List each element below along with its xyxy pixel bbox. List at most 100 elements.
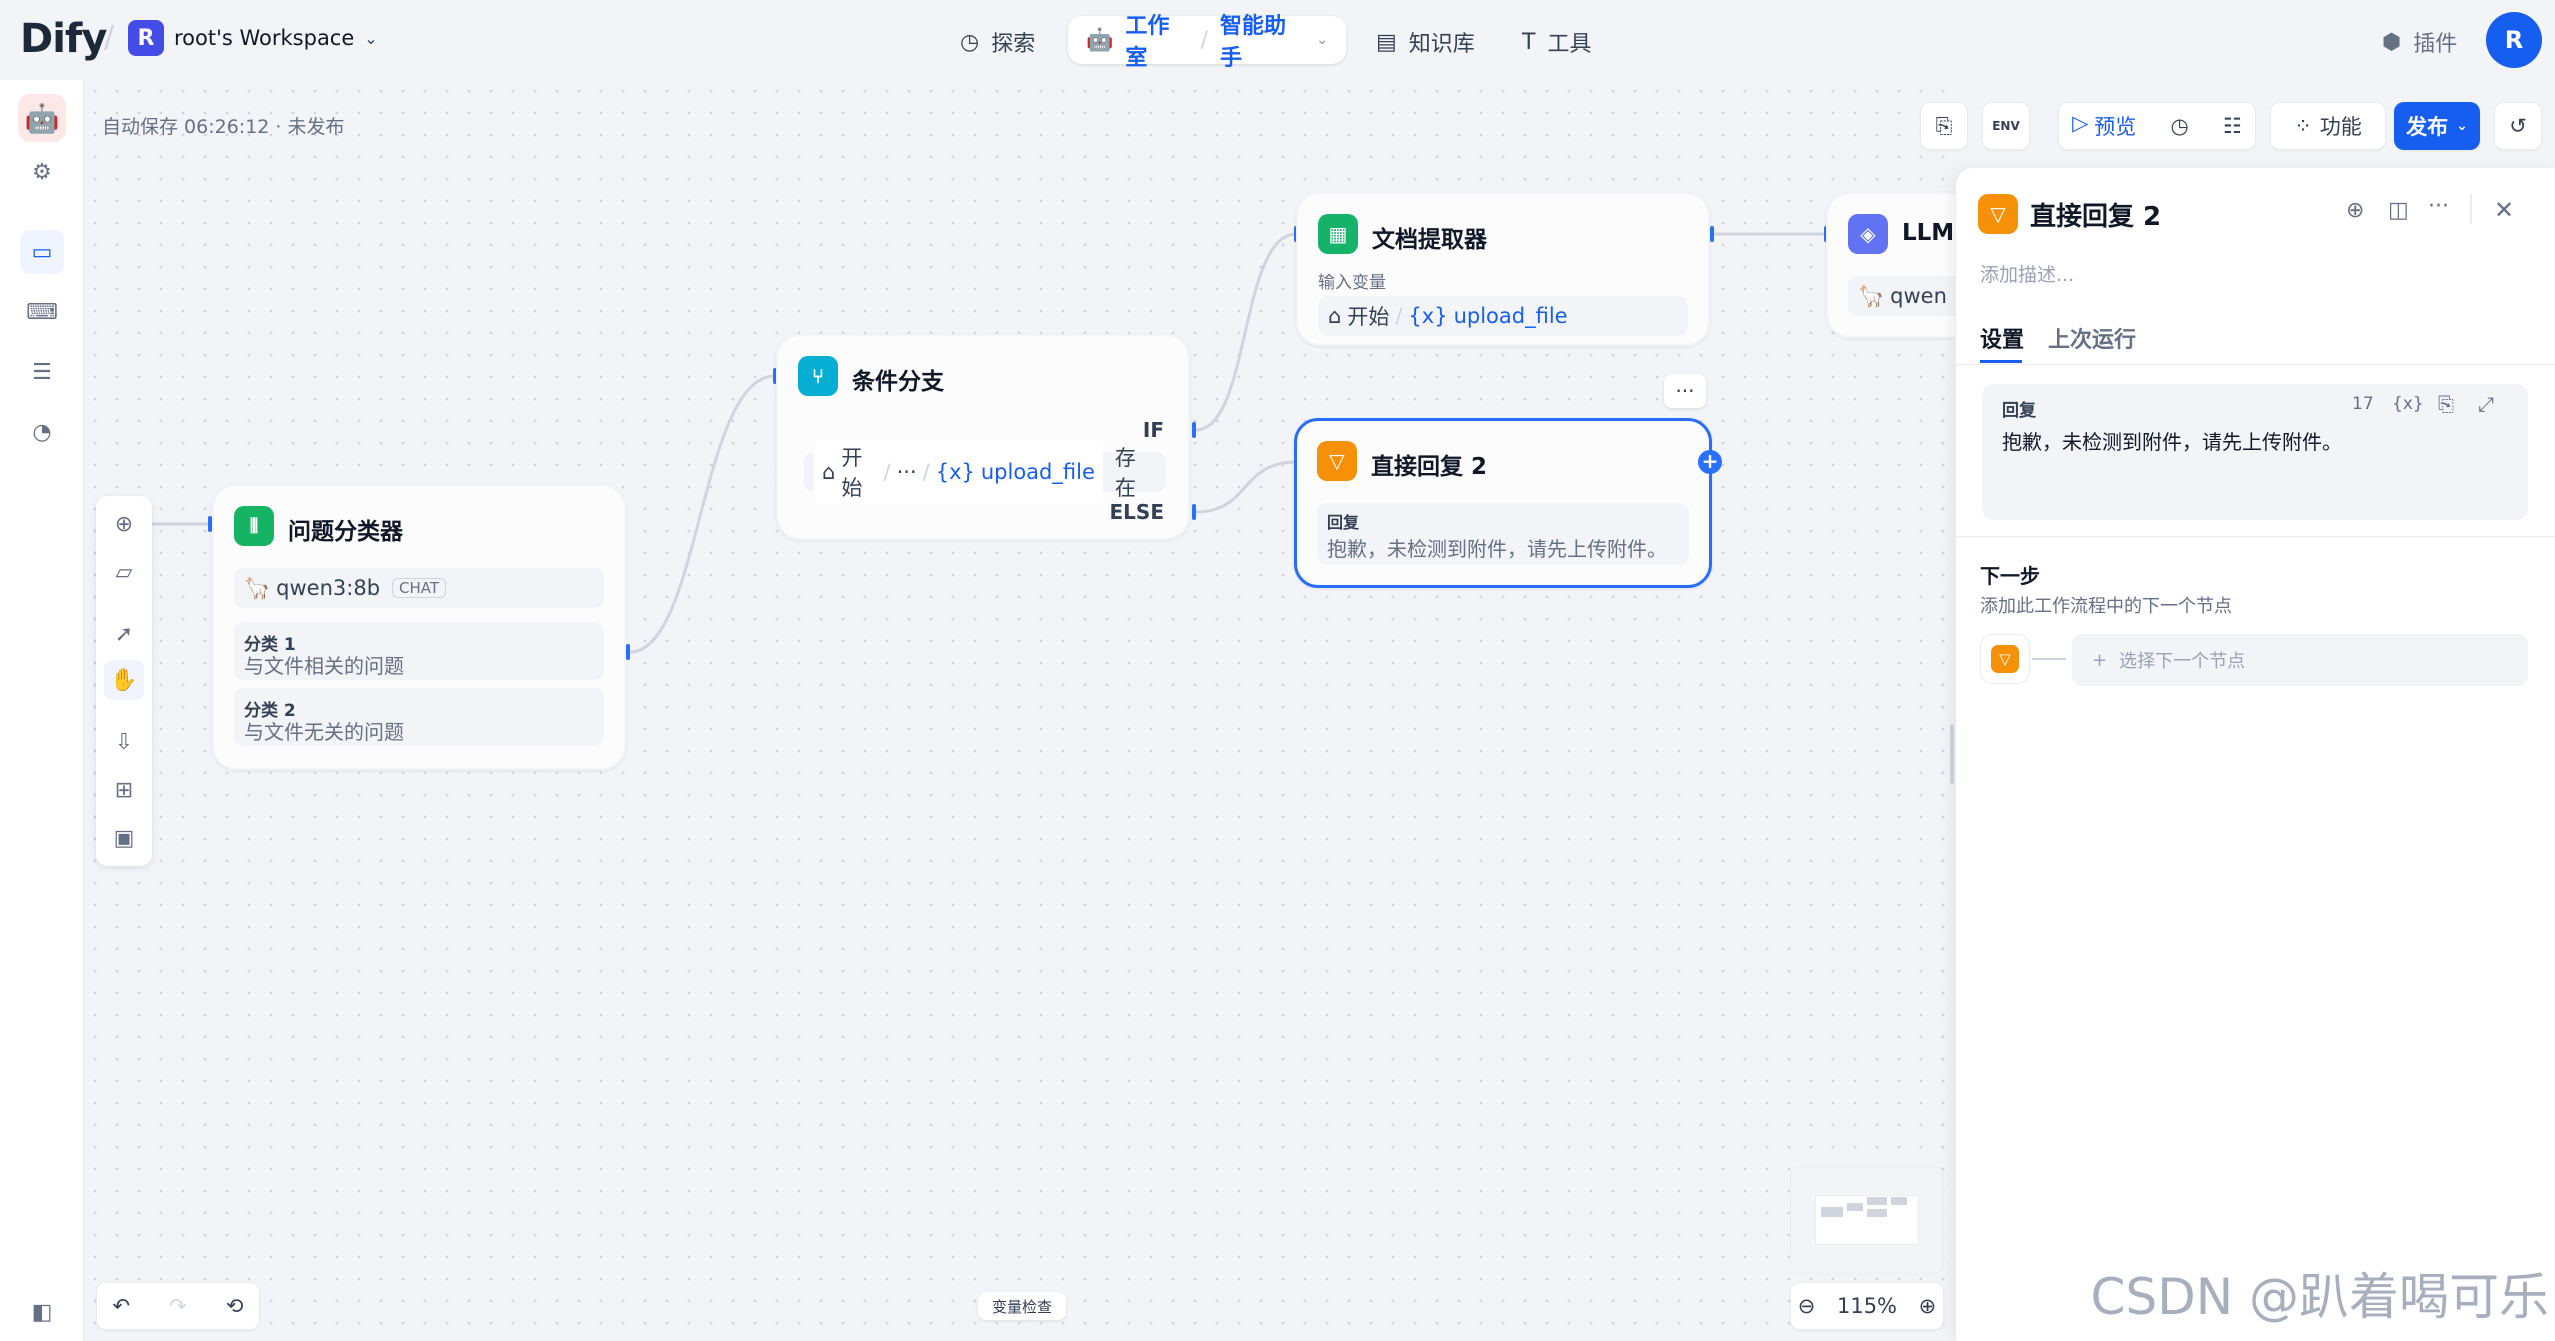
variable-inspect-button[interactable]: 变量检查	[978, 1292, 1067, 1320]
node-more-icon[interactable]: ···	[1664, 374, 1706, 408]
reply-editor[interactable]: 回复 17 {x} ⎘ ⤢ 抱歉，未检测到附件，请先上传附件。	[1982, 384, 2528, 520]
divider: /	[883, 460, 891, 484]
ifelse-target-handle[interactable]	[773, 368, 777, 384]
logs-icon[interactable]: ☰	[32, 359, 52, 385]
collapse-sidebar-icon[interactable]: ◧	[31, 1299, 53, 1325]
class-text: 与文件无关的问题	[244, 720, 404, 744]
orchestrate-icon[interactable]: ▭	[20, 230, 64, 274]
edges-layer	[152, 232, 1826, 654]
condition-row: ⌂ 开始 / ··· / {x} upload_file 存在	[804, 440, 1166, 504]
zoom-out-icon[interactable]: ⊖	[1797, 1294, 1816, 1318]
llm-title: LLM	[1902, 220, 1955, 246]
checklist-icon[interactable]: ☷	[2223, 114, 2242, 138]
reply-char-count: 17	[2352, 394, 2374, 414]
answer-icon: ▽	[1991, 645, 2019, 673]
minimap-node	[1847, 1203, 1863, 1211]
node-if-else[interactable]: ⑂ 条件分支 IF ⌂ 开始 / ··· / {x} upload_file 存…	[776, 334, 1190, 540]
docext-input-var: ⌂ 开始 / {x} upload_file	[1318, 296, 1688, 336]
user-avatar[interactable]: R	[2486, 12, 2542, 68]
nav-tools-label: 工具	[1547, 32, 1592, 57]
nav-tools[interactable]: T 工具	[1522, 26, 1591, 58]
pointer-icon[interactable]: ➚	[114, 621, 134, 647]
panel-resize-handle[interactable]	[1950, 724, 1954, 784]
nav-knowledge[interactable]: ▤ 知识库	[1376, 26, 1475, 58]
node-direct-answer[interactable]: ▽ 直接回复 2 回复 抱歉，未检测到附件，请先上传附件。	[1294, 418, 1712, 588]
tab-last-run[interactable]: 上次运行	[2048, 328, 2137, 353]
close-icon[interactable]: ✕	[2494, 196, 2515, 224]
edge-classifier-ifelse	[629, 374, 776, 654]
edge-if-docextractor	[1195, 232, 1297, 432]
expand-icon[interactable]: ⤢	[2478, 392, 2494, 416]
classifier-target-handle[interactable]	[208, 516, 212, 532]
chevron-down-icon: ⌄	[364, 28, 378, 48]
nav-explore[interactable]: ◷ 探索	[960, 26, 1035, 58]
else-source-handle[interactable]	[1192, 504, 1196, 520]
next-step-title: 下一步	[1980, 564, 2040, 588]
if-source-handle[interactable]	[1192, 422, 1196, 438]
workspace-name: root's Workspace	[174, 26, 355, 50]
workspace-switcher[interactable]: R root's Workspace ⌄	[128, 20, 378, 56]
features-button[interactable]: ⁘功能	[2270, 102, 2386, 150]
node-question-classifier[interactable]: ⫴ 问题分类器 🦙 qwen3:8b CHAT 分类 1 与文件相关的问题 分类…	[212, 484, 626, 770]
tab-underline	[1980, 360, 2022, 363]
docext-source-handle[interactable]	[1710, 226, 1714, 242]
undo-icon[interactable]: ↶	[112, 1294, 131, 1318]
add-node-icon[interactable]: ⊕	[114, 511, 134, 537]
plugins-link[interactable]: ⬢ 插件	[2382, 26, 2457, 58]
minimap-node	[1867, 1197, 1887, 1205]
classifier-icon: ⫴	[234, 506, 274, 546]
zoom-level[interactable]: 115%	[1836, 1294, 1898, 1318]
panel-title[interactable]: 直接回复 2	[2030, 202, 2162, 232]
copy-icon[interactable]: ⎘	[2438, 392, 2454, 416]
settings-sliders-icon[interactable]: ⚙	[32, 159, 52, 185]
nav-studio-label: 工作室	[1125, 14, 1170, 71]
minimap-node	[1867, 1209, 1887, 1217]
monitor-icon[interactable]: ◔	[32, 419, 52, 445]
checklist-icon[interactable]: ⎘	[1920, 102, 1968, 150]
plus-icon: +	[2092, 649, 2108, 671]
publish-button[interactable]: 发布⌄	[2394, 102, 2480, 150]
organize-nodes-icon[interactable]: ⊞	[114, 777, 134, 803]
app-name[interactable]: 智能助手	[1220, 14, 1287, 71]
zoom-in-icon[interactable]: ⊕	[1918, 1294, 1937, 1318]
reply-text[interactable]: 抱歉，未检测到附件，请先上传附件。	[2002, 430, 2342, 454]
tab-settings[interactable]: 设置	[1980, 328, 2025, 353]
add-next-node-icon[interactable]: +	[1698, 450, 1722, 474]
node-document-extractor[interactable]: ▦ 文档提取器 输入变量 ⌂ 开始 / {x} upload_file	[1296, 192, 1710, 346]
history-icon[interactable]: ↺	[2494, 102, 2542, 150]
llm-icon: ◈	[1848, 214, 1888, 254]
redo-icon[interactable]: ↷	[169, 1294, 187, 1318]
cond-operator: 存在	[1114, 446, 1136, 500]
classifier-source-handle[interactable]	[626, 644, 630, 660]
minimap[interactable]	[1790, 1166, 1944, 1274]
select-next-node-button[interactable]: + 选择下一个节点	[2072, 634, 2528, 686]
class-item: 分类 1 与文件相关的问题	[234, 622, 604, 680]
locate-icon[interactable]: ⊕	[2346, 198, 2365, 223]
app-sidebar: 🤖 ⚙ ▭ ⌨ ☰ ◔ ◧	[0, 80, 84, 1341]
answer-content: 回复 抱歉，未检测到附件，请先上传附件。	[1317, 503, 1689, 565]
terminal-icon[interactable]: ⌨	[26, 299, 58, 325]
answer-icon: ▽	[1317, 441, 1357, 481]
more-icon[interactable]: ···	[2428, 194, 2449, 219]
export-image-icon[interactable]: ⇩	[114, 729, 134, 755]
hand-icon[interactable]: ✋	[104, 660, 144, 700]
condition-variable: ⌂ 开始 / ··· / {x} upload_file	[814, 440, 1103, 504]
hammer-icon: T	[1522, 29, 1536, 55]
preview-button[interactable]: ▷预览	[2072, 111, 2136, 141]
add-note-icon[interactable]: ▱	[115, 559, 133, 585]
docext-var: upload_file	[1453, 304, 1568, 328]
run-history-icon[interactable]: ◷	[2170, 114, 2189, 138]
dify-logo[interactable]: Dify	[20, 16, 107, 62]
split-view-icon[interactable]: ◫	[2388, 198, 2409, 223]
class-item: 分类 2 与文件无关的问题	[234, 688, 604, 746]
minimap-toggle-icon[interactable]: ▣	[113, 825, 135, 851]
version-history-icon[interactable]: ⟲	[225, 1294, 244, 1318]
nav-studio[interactable]: 🤖 工作室 / 智能助手 ⌄	[1068, 14, 1346, 71]
description-input[interactable]: 添加描述...	[1980, 264, 2075, 286]
model-icon: 🦙	[244, 575, 271, 600]
home-icon: ⌂	[822, 460, 836, 484]
top-bar: Dify / R root's Workspace ⌄ ◷ 探索 🤖 工作室 /…	[0, 0, 2555, 80]
insert-variable-icon[interactable]: {x}	[2392, 394, 2424, 414]
env-button[interactable]: ENV	[1982, 102, 2030, 150]
app-icon[interactable]: 🤖	[18, 94, 66, 142]
